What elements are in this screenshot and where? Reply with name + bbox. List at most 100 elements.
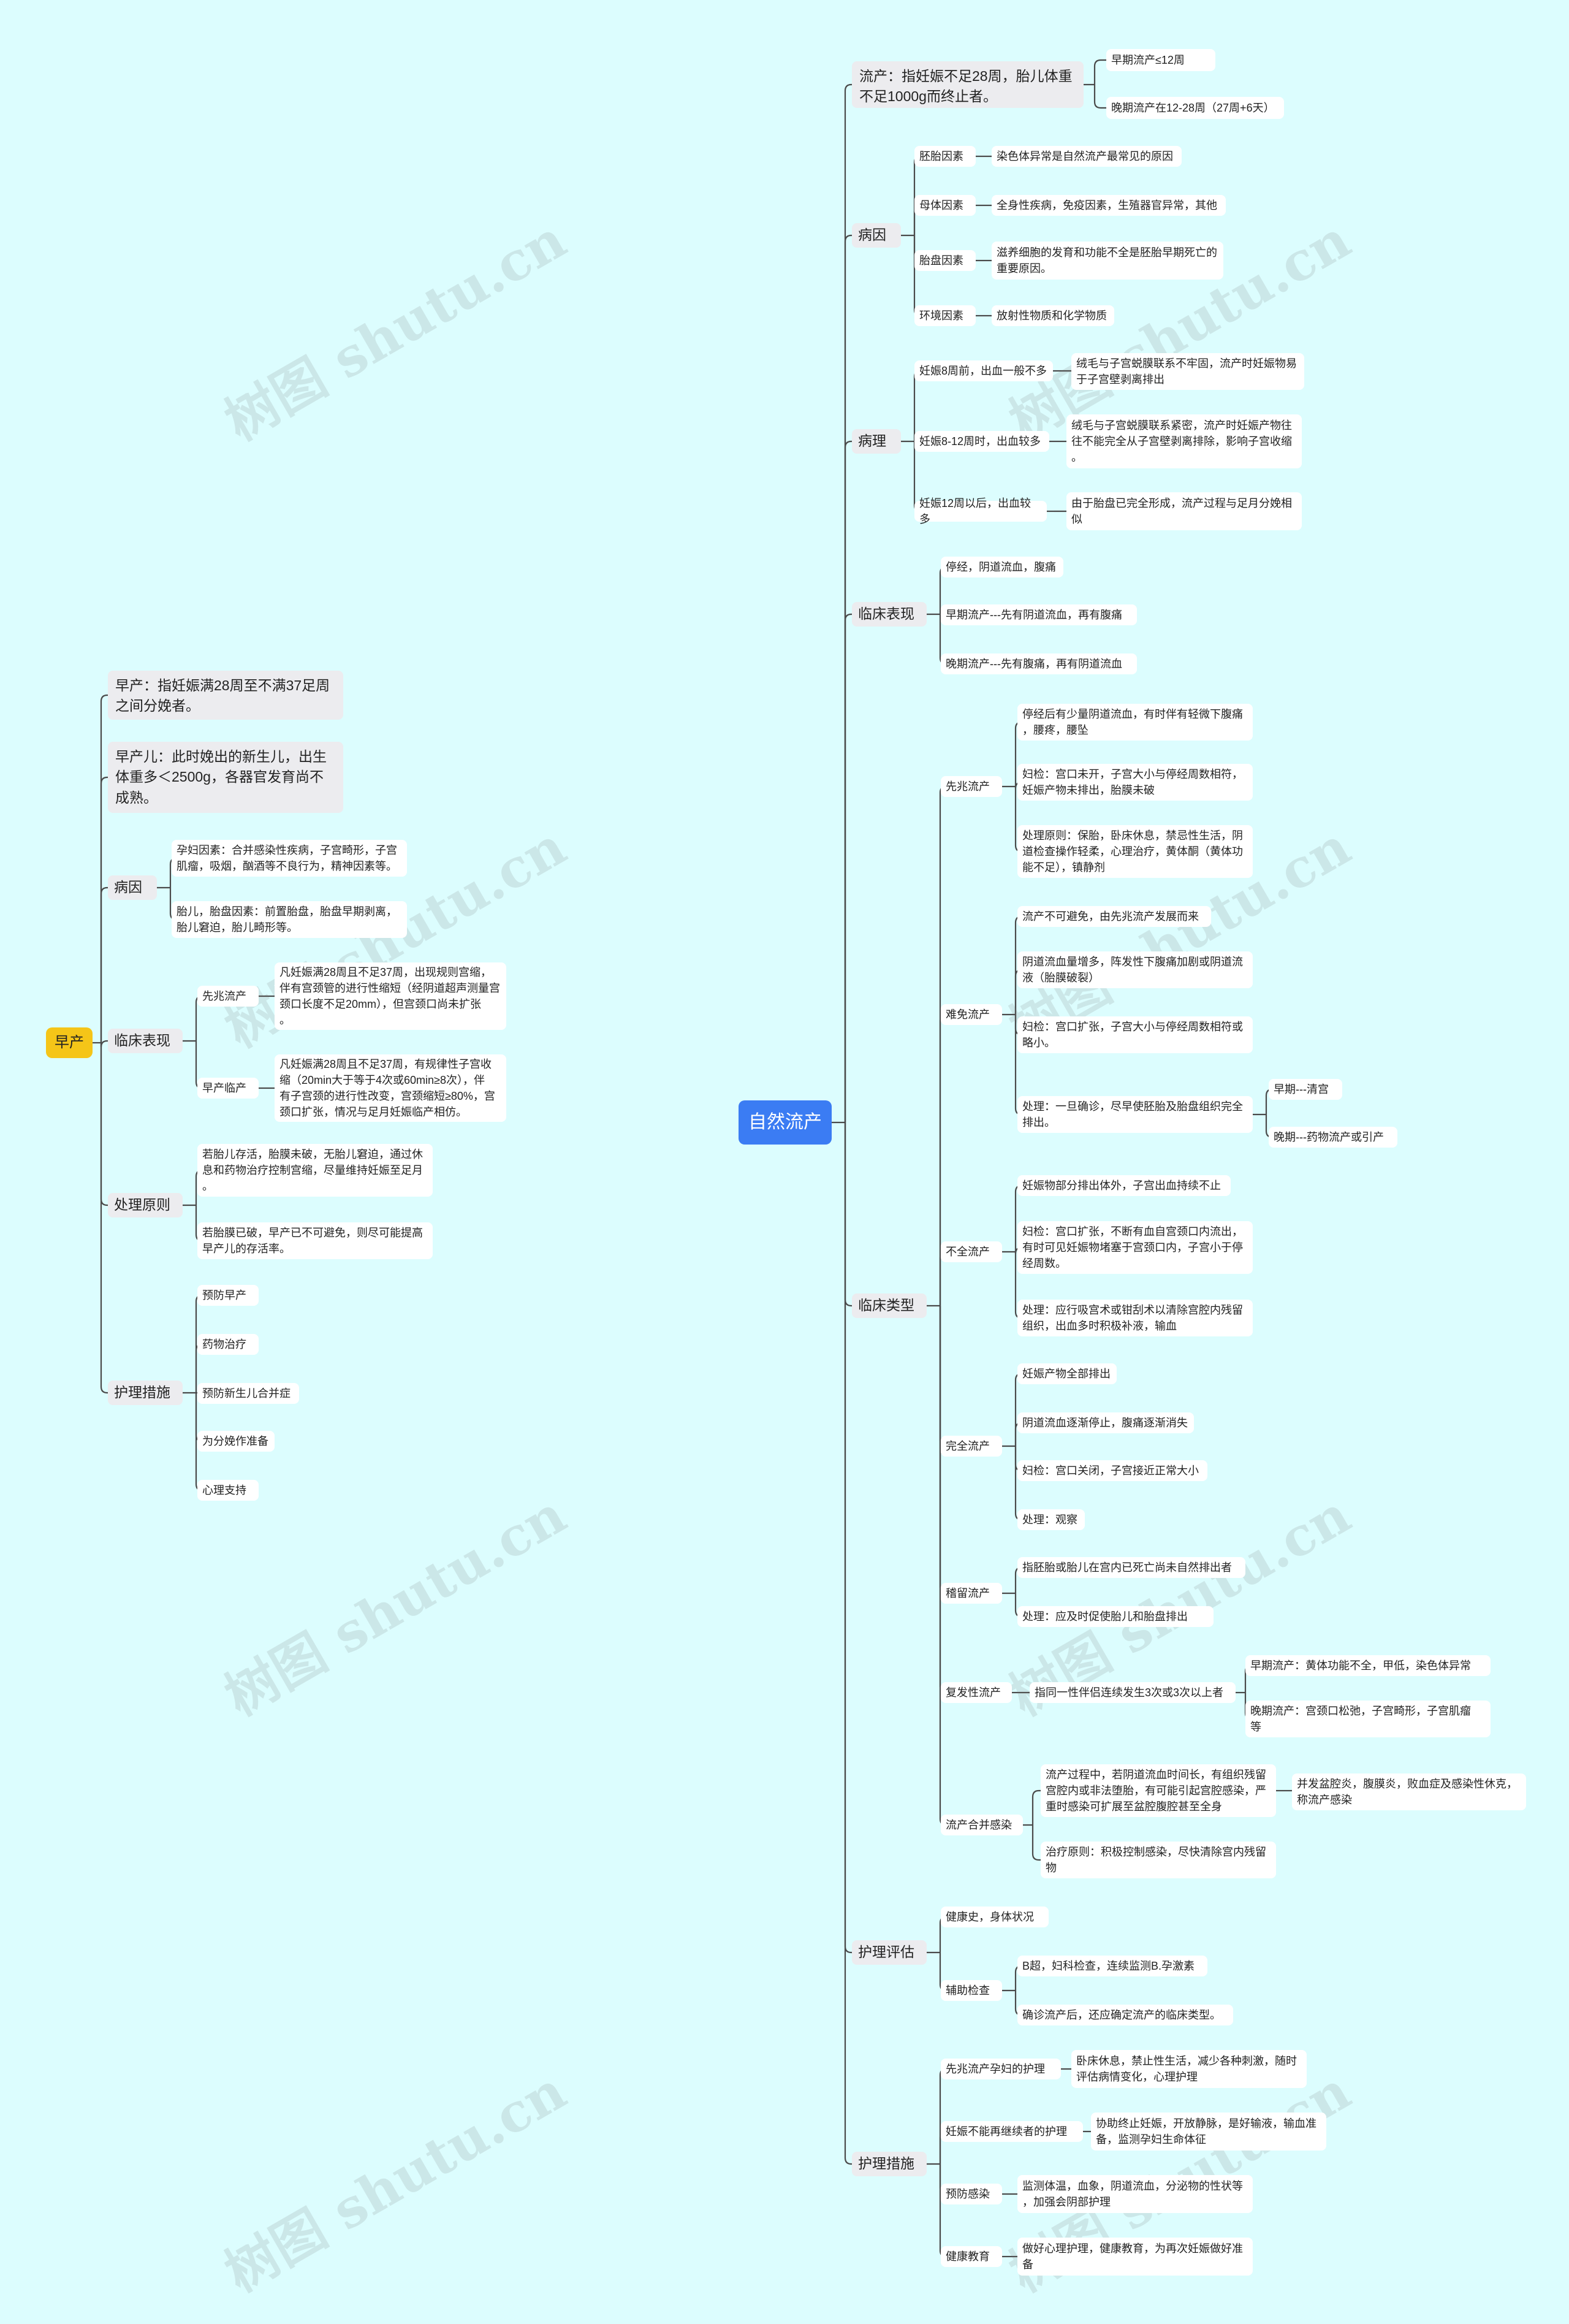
connector xyxy=(844,1122,852,1307)
clinical-item-2[interactable]: 早期流产---先有阴道流血，再有腹痛 xyxy=(941,604,1137,625)
cause-environment-detail[interactable]: 放射性物质和化学物质 xyxy=(992,305,1114,326)
preterm-treatment-node[interactable]: 处理原则 xyxy=(108,1193,183,1217)
root-node-preterm-birth[interactable]: 早产 xyxy=(46,1027,93,1058)
clinical-manifestation-node[interactable]: 临床表现 xyxy=(852,602,927,627)
connector xyxy=(844,234,852,1122)
pathology-8-12w[interactable]: 妊娠8-12周时，出血较多 xyxy=(914,431,1049,452)
early-abortion-node[interactable]: 早期流产≤12周 xyxy=(1106,49,1215,71)
nursing-measures-node[interactable]: 护理措施 xyxy=(852,2152,927,2176)
preterm-care-1[interactable]: 预防早产 xyxy=(197,1285,259,1306)
type-infected-detail-2[interactable]: 治疗原则：积极控制感染，尽快清除宫内残留 物 xyxy=(1041,1842,1276,1878)
assessment-auxiliary[interactable]: 辅助检查 xyxy=(941,1980,1002,2001)
type-infected-detail-1[interactable]: 流产过程中，若阴道流血时间长，有组织残留 宫腔内或非法堕胎，有可能引起宫腔感染，… xyxy=(1041,1764,1276,1817)
type-infected-abortion[interactable]: 流产合并感染 xyxy=(941,1815,1023,1835)
preterm-cause-fetal[interactable]: 胎儿，胎盘因素：前置胎盘，胎盘早期剥离， 胎儿窘迫，胎儿畸形等。 xyxy=(172,901,407,938)
root-node-natural-abortion[interactable]: 自然流产 xyxy=(739,1100,832,1145)
cause-placenta-node[interactable]: 胎盘因素 xyxy=(914,250,976,271)
assessment-auxiliary-detail-1[interactable]: B超，妇科检查，连续监测B.孕激素 xyxy=(1017,1956,1207,1976)
preterm-cause-node[interactable]: 病因 xyxy=(108,875,157,900)
type-complete-detail-2[interactable]: 阴道流血逐渐停止，腹痛逐渐消失 xyxy=(1017,1412,1194,1433)
type-complete-detail-4[interactable]: 处理：观察 xyxy=(1017,1509,1085,1530)
type-inevitable-detail-3[interactable]: 妇检：宫口扩张，子宫大小与停经周数相符或 略小。 xyxy=(1017,1016,1253,1053)
type-threatened-detail-3[interactable]: 处理原则：保胎，卧床休息，禁忌性生活，阴 道检查操作轻柔，心理治疗，黄体酮（黄体… xyxy=(1017,825,1253,878)
preterm-infant-definition[interactable]: 早产儿：此时娩出的新生儿，出生 体重多＜2500g，各器官发育尚不 成熟。 xyxy=(108,742,343,813)
cause-node[interactable]: 病因 xyxy=(852,223,901,248)
preterm-care-4[interactable]: 为分娩作准备 xyxy=(197,1431,275,1452)
care-threatened[interactable]: 先兆流产孕妇的护理 xyxy=(941,2059,1061,2079)
type-recurrent-early[interactable]: 早期流产：黄体功能不全，甲低，染色体异常 xyxy=(1245,1655,1491,1676)
care-infection-prevention-detail[interactable]: 监测体温，血象，阴道流血，分泌物的性状等 ，加强会阴部护理 xyxy=(1017,2175,1253,2213)
connector xyxy=(1031,1789,1041,1825)
type-inevitable-early[interactable]: 早期---清宫 xyxy=(1269,1079,1342,1100)
connector xyxy=(913,235,921,317)
pathology-8-12w-detail[interactable]: 绒毛与子宫蜕膜联系紧密，流产时妊娠产物往 往不能完全从子宫壁剥离排除，影响子宫收… xyxy=(1066,414,1302,468)
care-infection-prevention[interactable]: 预防感染 xyxy=(941,2184,1002,2204)
preterm-threatened-node[interactable]: 先兆流产 xyxy=(197,986,259,1007)
type-incomplete-detail-1[interactable]: 妊娠物部分排出体外，子宫出血持续不止 xyxy=(1017,1175,1231,1196)
type-infected-complication[interactable]: 并发盆腔炎，腹膜炎，败血症及感染性休克， 称流产感染 xyxy=(1292,1773,1526,1810)
cause-embryo-detail[interactable]: 染色体异常是自然流产最常见的原因 xyxy=(992,146,1182,167)
preterm-cause-maternal[interactable]: 孕妇因素：合并感染性疾病，子宫畸形，子宫 肌瘤，吸烟，酗酒等不良行为，精神因素等… xyxy=(172,840,407,877)
connector xyxy=(100,694,108,1043)
pathology-after-12w[interactable]: 妊娠12周以后，出血较多 xyxy=(914,497,1047,525)
type-complete-detail-1[interactable]: 妊娠产物全部排出 xyxy=(1017,1363,1117,1384)
care-health-education-detail[interactable]: 做好心理护理，健康教育，为再次妊娠做好准 备 xyxy=(1017,2238,1253,2276)
preterm-labor-detail[interactable]: 凡妊娠满28周且不足37周，有规律性子宫收 缩（20min大于等于4次或60mi… xyxy=(275,1054,506,1122)
care-health-education[interactable]: 健康教育 xyxy=(941,2246,1002,2267)
care-threatened-detail[interactable]: 卧床休息，禁止性生活，减少各种刺激，随时 评估病情变化，心理护理 xyxy=(1071,2050,1307,2088)
preterm-threatened-detail[interactable]: 凡妊娠满28周且不足37周，出现规则宫缩， 伴有宫颈管的进行性缩短（经阴道超声测… xyxy=(275,962,506,1030)
type-complete-detail-3[interactable]: 妇检：宫口关闭，子宫接近正常大小 xyxy=(1017,1460,1207,1481)
type-incomplete-detail-3[interactable]: 处理：应行吸宫术或钳刮术以清除宫腔内残留 组织，出血多时积极补液，输血 xyxy=(1017,1300,1253,1336)
cause-placenta-detail[interactable]: 滋养细胞的发育和功能不全是胚胎早期死亡的 重要原因。 xyxy=(992,242,1223,280)
preterm-clinical-node[interactable]: 临床表现 xyxy=(108,1029,183,1053)
assessment-history[interactable]: 健康史，身体状况 xyxy=(941,1907,1049,1927)
cause-environment-node[interactable]: 环境因素 xyxy=(914,305,976,326)
type-threatened-detail-2[interactable]: 妇检：宫口未开，子宫大小与停经周数相符， 妊娠产物未排出，胎膜未破 xyxy=(1017,764,1253,801)
type-recurrent-detail[interactable]: 指同一性伴侣连续发生3次或3次以上者 xyxy=(1030,1682,1236,1703)
pathology-after-12w-detail[interactable]: 由于胎盘已完全形成，流产过程与足月分娩相 似 xyxy=(1066,492,1302,530)
type-inevitable-detail-1[interactable]: 流产不可避免，由先兆流产发展而来 xyxy=(1017,906,1211,927)
preterm-care-5[interactable]: 心理支持 xyxy=(197,1480,259,1501)
type-inevitable-abortion[interactable]: 难免流产 xyxy=(941,1004,1002,1025)
preterm-care-2[interactable]: 药物治疗 xyxy=(197,1334,259,1355)
cause-maternal-node[interactable]: 母体因素 xyxy=(914,195,976,216)
type-complete-abortion[interactable]: 完全流产 xyxy=(941,1436,1002,1457)
connector xyxy=(939,2164,947,2258)
clinical-type-node[interactable]: 临床类型 xyxy=(852,1293,927,1318)
connector xyxy=(939,1306,947,1694)
cause-maternal-detail[interactable]: 全身性疾病，免疫因素，生殖器官异常，其他 xyxy=(992,195,1226,216)
type-threatened-abortion[interactable]: 先兆流产 xyxy=(941,776,1002,797)
type-incomplete-abortion[interactable]: 不全流产 xyxy=(941,1241,1002,1262)
connector xyxy=(844,1122,852,1954)
pathology-before-8w-detail[interactable]: 绒毛与子宫蜕膜联系不牢固，流产时妊娠物易 于子宫壁剥离排出 xyxy=(1071,353,1304,390)
care-terminate-detail[interactable]: 协助终止妊娠，开放静脉，是好输液，输血准 备，监测孕妇生命体征 xyxy=(1091,2113,1326,2151)
pathology-node[interactable]: 病理 xyxy=(852,429,901,454)
care-terminate[interactable]: 妊娠不能再继续者的护理 xyxy=(941,2121,1083,2142)
type-inevitable-detail-4[interactable]: 处理：一旦确诊，尽早使胚胎及胎盘组织完全 排出。 xyxy=(1017,1096,1253,1133)
preterm-care-node[interactable]: 护理措施 xyxy=(108,1381,183,1405)
late-abortion-node[interactable]: 晚期流产在12-28周（27周+6天） xyxy=(1106,97,1284,119)
type-incomplete-detail-2[interactable]: 妇检：宫口扩张，不断有血自宫颈口内流出， 有时可见妊娠物堵塞于宫颈口内，子宫小于… xyxy=(1017,1221,1253,1274)
definition-node[interactable]: 流产：指妊娠不足28周，胎儿体重 不足1000g而终止者。 xyxy=(852,61,1084,108)
type-missed-detail-2[interactable]: 处理：应及时促使胎儿和胎盘排出 xyxy=(1017,1606,1214,1627)
preterm-definition[interactable]: 早产：指妊娠满28周至不满37足周 之间分娩者。 xyxy=(108,671,343,720)
preterm-labor-node[interactable]: 早产临产 xyxy=(197,1078,259,1099)
type-inevitable-late[interactable]: 晚期---药物流产或引产 xyxy=(1269,1127,1397,1148)
pathology-before-8w[interactable]: 妊娠8周前，出血一般不多 xyxy=(914,360,1053,381)
type-threatened-detail-1[interactable]: 停经后有少量阴道流血，有时伴有轻微下腹痛 ，腰疼，腰坠 xyxy=(1017,704,1253,741)
preterm-care-3[interactable]: 预防新生儿合并症 xyxy=(197,1383,299,1404)
type-missed-detail-1[interactable]: 指胚胎或胎儿在宫内已死亡尚未自然排出者 xyxy=(1017,1557,1245,1578)
nursing-assessment-node[interactable]: 护理评估 xyxy=(852,1940,927,1965)
type-inevitable-detail-2[interactable]: 阴道流血量增多，阵发性下腹痛加剧或阴道流 液（胎膜破裂） xyxy=(1017,951,1253,988)
type-missed-abortion[interactable]: 稽留流产 xyxy=(941,1583,1002,1604)
clinical-item-1[interactable]: 停经，阴道流血，腹痛 xyxy=(941,557,1063,577)
preterm-treatment-1[interactable]: 若胎儿存活，胎膜未破，无胎儿窘迫，通过休 息和药物治疗控制宫缩，尽量维持妊娠至足… xyxy=(197,1144,433,1197)
assessment-auxiliary-detail-2[interactable]: 确诊流产后，还应确定流产的临床类型。 xyxy=(1017,2005,1233,2025)
connector xyxy=(939,785,947,1306)
clinical-item-3[interactable]: 晚期流产---先有腹痛，再有阴道流血 xyxy=(941,653,1137,674)
cause-embryo-node[interactable]: 胚胎因素 xyxy=(914,146,976,167)
type-recurrent-abortion[interactable]: 复发性流产 xyxy=(941,1682,1012,1703)
connector xyxy=(100,886,108,1043)
preterm-treatment-2[interactable]: 若胎膜已破，早产已不可避免，则尽可能提高 早产儿的存活率。 xyxy=(197,1222,433,1259)
type-recurrent-late[interactable]: 晚期流产：宫颈口松弛，子宫畸形，子宫肌瘤 等 xyxy=(1245,1701,1491,1737)
